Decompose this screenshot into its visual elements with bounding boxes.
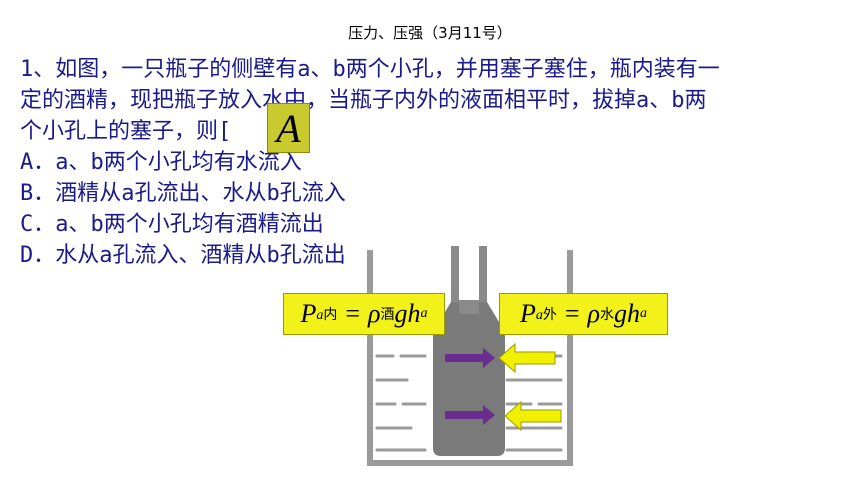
option-b[interactable]: B．酒精从a孔流出、水从b孔流入 (20, 181, 346, 206)
answer-box: A (267, 103, 310, 153)
arrow-inner-a-icon (445, 348, 495, 368)
arrow-inner-b-icon (445, 405, 495, 425)
beaker-diagram (367, 246, 573, 466)
option-d[interactable]: D．水从a孔流入、酒精从b孔流出 (20, 243, 346, 268)
question-line-3: 个小孔上的塞子，则[ (20, 119, 232, 144)
arrow-outer-a-icon (498, 342, 556, 374)
question-line-2: 定的酒精，现把瓶子放入水中，当瓶子内外的液面相平时，拔掉a、b两 (20, 88, 707, 113)
question-block: 1、如图，一只瓶子的侧壁有a、b两个小孔，并用塞子塞住，瓶内装有一 定的酒精，现… (20, 54, 835, 271)
arrow-outer-b-icon (504, 400, 562, 432)
option-c[interactable]: C．a、b两个小孔均有酒精流出 (20, 212, 324, 237)
page-title: 压力、压强（3月11号） (348, 24, 512, 42)
bottle (433, 246, 505, 456)
question-line-1: 1、如图，一只瓶子的侧壁有a、b两个小孔，并用塞子塞住，瓶内装有一 (20, 57, 720, 82)
option-a[interactable]: A．a、b两个小孔均有水流入 (20, 150, 302, 175)
beaker (367, 250, 573, 466)
